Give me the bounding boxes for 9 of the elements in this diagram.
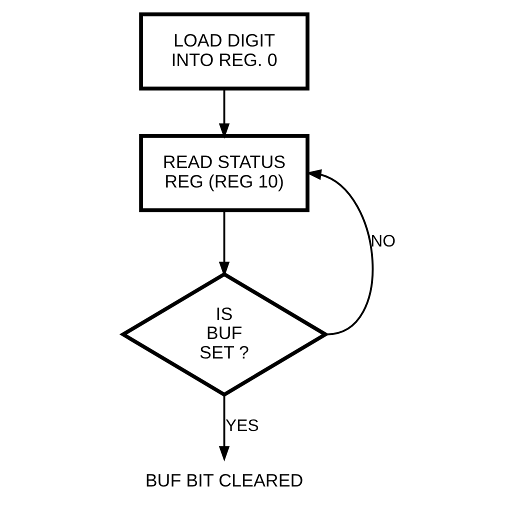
edge-label: NO	[370, 231, 396, 250]
node-text: BUF BIT CLEARED	[145, 470, 304, 490]
node-box: READ STATUS REG (REG 10)	[139, 134, 310, 212]
edge-label: YES	[226, 415, 259, 434]
arrow	[218, 88, 230, 138]
arrow	[218, 394, 230, 461]
arrow	[218, 210, 230, 277]
node-diamond: IS BUF SET ?	[119, 272, 330, 396]
node-box: LOAD DIGIT INTO REG. 0	[139, 12, 310, 90]
